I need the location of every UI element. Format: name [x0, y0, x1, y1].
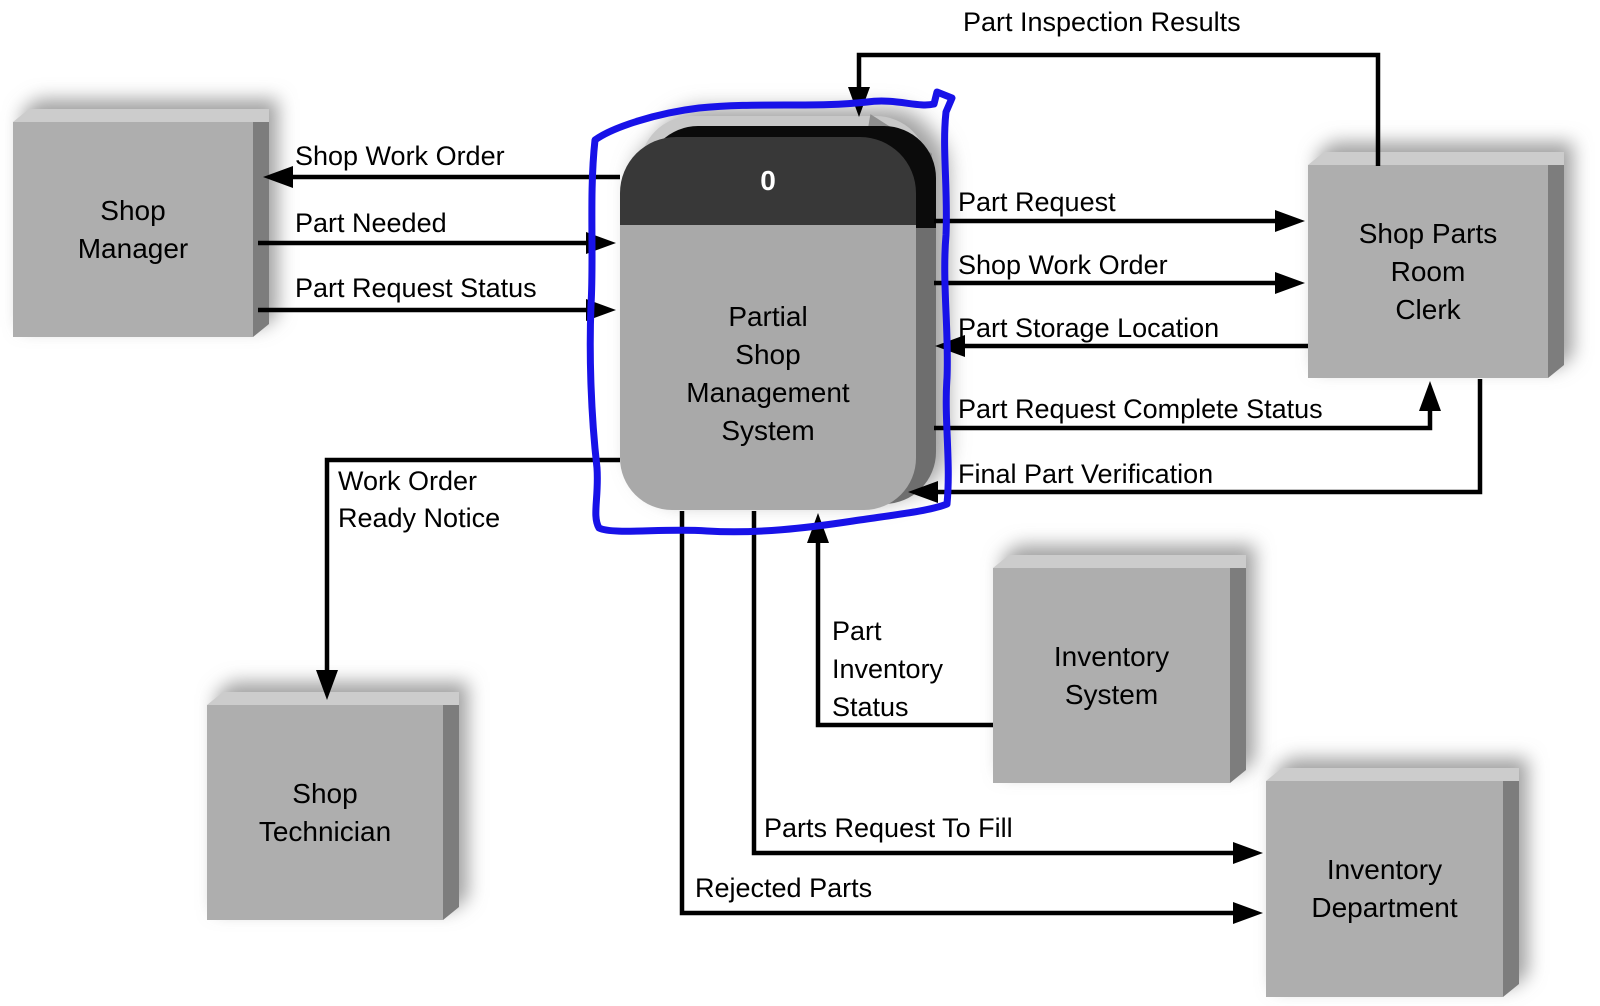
entity-label-line: Room [1390, 255, 1466, 287]
entity-label-line: Manager [77, 232, 189, 264]
entity-shop-technician: Shop Technician [207, 692, 459, 920]
flow-label-part-storage-location: Part Storage Location [958, 313, 1220, 343]
flow-label-line: Inventory [832, 654, 944, 684]
entity-inventory-system: Inventory System [993, 555, 1246, 783]
process-label-line: Management [686, 376, 850, 408]
process-front-face: 0 Partial Shop Management System [620, 137, 916, 510]
flow-part-inspection-results [848, 52, 1381, 166]
flow-label-part-inventory-status: Part Inventory Status [832, 612, 943, 726]
flow-label-part-needed: Part Needed [295, 208, 447, 238]
entity-side-face [1548, 165, 1564, 378]
flow-parts-request-to-fill [751, 511, 1263, 864]
flow-label-line: Part [832, 616, 882, 646]
entity-side-face [1503, 781, 1519, 997]
flow-label-final-part-verification: Final Part Verification [958, 459, 1214, 489]
entity-label-line: Inventory [1326, 854, 1443, 885]
entity-inventory-department-label: Inventory Department [1266, 781, 1503, 997]
entity-label-line: Clerk [1395, 293, 1461, 325]
entity-top-face [13, 109, 269, 122]
flow-label-line: Status [832, 692, 909, 722]
entity-inventory-system-label: Inventory System [993, 568, 1230, 783]
flow-label-work-order-ready-notice: Work Order Ready Notice [338, 463, 500, 537]
flow-label-part-inspection-results: Part Inspection Results [963, 7, 1241, 37]
flow-label-parts-request-to-fill: Parts Request To Fill [764, 813, 1013, 843]
entity-label-line: Department [1311, 892, 1458, 923]
flow-label-line: Work Order [338, 466, 478, 496]
blue-ink-loop [586, 88, 956, 536]
entity-label-line: Shop [100, 194, 166, 226]
entity-inventory-department: Inventory Department [1266, 768, 1519, 997]
entity-top-face [993, 555, 1246, 568]
process-number: 0 [760, 165, 776, 196]
process-number-band: 0 [620, 137, 916, 225]
flow-label-shop-work-order-to-clerk: Shop Work Order [958, 250, 1168, 280]
flow-part-request-complete-status [934, 381, 1441, 431]
process-label-line: System [721, 414, 815, 446]
process-label-line: Shop [735, 338, 801, 370]
entity-shop-manager: Shop Manager [13, 109, 269, 337]
entity-shop-technician-label: Shop Technician [207, 705, 443, 920]
entity-top-face [1266, 768, 1519, 781]
flow-label-part-request-status: Part Request Status [295, 273, 537, 303]
flow-label-rejected-parts: Rejected Parts [695, 873, 873, 903]
flow-work-order-ready-notice [316, 457, 620, 700]
entity-shop-parts-room-clerk: Shop Parts Room Clerk [1308, 152, 1564, 378]
flow-part-inventory-status [807, 513, 993, 728]
flow-rejected-parts [679, 511, 1263, 924]
flow-final-part-verification [908, 379, 1483, 503]
entity-side-face [443, 705, 459, 920]
entity-label-line: Shop [292, 777, 358, 809]
entity-label-line: Inventory [1053, 640, 1170, 672]
entity-side-face [1230, 568, 1246, 783]
process-label-line: Partial [728, 300, 808, 332]
entity-label-line: Technician [258, 815, 392, 847]
flow-label-part-request: Part Request [958, 187, 1116, 217]
flow-label-part-request-complete-status: Part Request Complete Status [958, 394, 1323, 424]
entity-shop-manager-label: Shop Manager [13, 122, 253, 337]
flow-label-line: Ready Notice [338, 503, 501, 533]
process-label: Partial Shop Management System [620, 225, 916, 510]
entity-label-line: System [1064, 678, 1159, 710]
entity-shop-parts-room-clerk-label: Shop Parts Room Clerk [1308, 165, 1548, 378]
entity-top-face [1308, 152, 1564, 165]
entity-label-line: Shop Parts [1358, 217, 1498, 249]
flow-label-shop-work-order-to-manager: Shop Work Order [295, 141, 505, 171]
